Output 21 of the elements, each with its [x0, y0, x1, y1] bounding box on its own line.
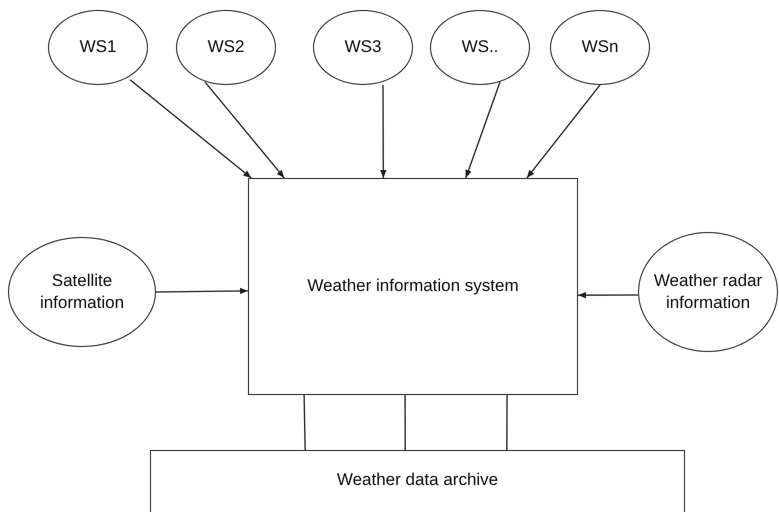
- connector-line: [506, 395, 508, 450]
- connector-line: [303, 394, 306, 450]
- arrow: [578, 292, 638, 298]
- system-box: [248, 178, 578, 395]
- node-label: Satellite information: [38, 270, 126, 314]
- node-label: Weather radar information: [652, 270, 764, 314]
- node-label: WS..: [462, 36, 498, 58]
- node-label: WS1: [80, 36, 116, 58]
- arrow: [380, 85, 386, 178]
- node-label: Weather information system: [307, 275, 519, 298]
- arrow: [204, 82, 285, 178]
- node-label: WSn: [582, 36, 618, 58]
- arrow: [156, 288, 248, 294]
- connector-line: [404, 395, 406, 450]
- archive-box: [150, 450, 685, 512]
- arrow: [526, 84, 601, 178]
- node-label: Weather data archive: [336, 469, 498, 491]
- arrow: [130, 79, 252, 178]
- node-label: WS3: [344, 36, 382, 58]
- arrow: [465, 82, 501, 178]
- node-label: WS2: [208, 36, 244, 58]
